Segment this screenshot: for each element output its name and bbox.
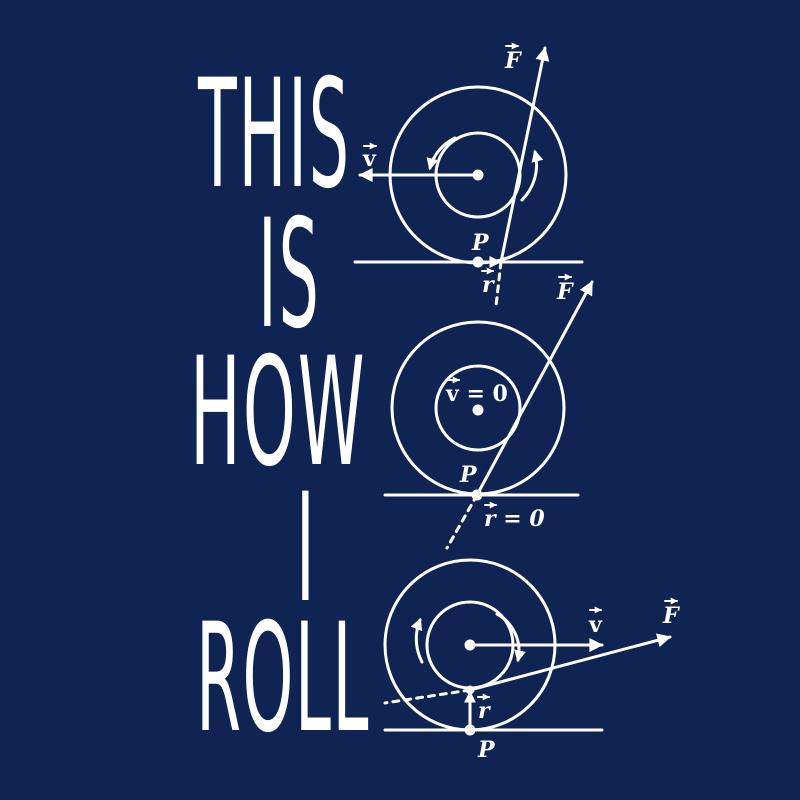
diagram-2-velocity-label: v = 0 xyxy=(445,381,508,407)
diagram-2-contact-dot xyxy=(471,489,483,501)
diagram-3-force-label: F xyxy=(662,603,680,629)
slogan-word-i: I xyxy=(296,462,315,636)
diagram-2-contact-label: P xyxy=(459,462,478,488)
slogan-word-how: HOW xyxy=(190,326,367,500)
diagram-2-force-extension xyxy=(445,493,479,550)
diagram-3-rotation-arrow-left xyxy=(410,617,424,664)
diagram-1-radius-label: r xyxy=(482,272,495,298)
diagram-1-force-arrow xyxy=(499,46,550,264)
diagram-2-wheel xyxy=(383,280,594,550)
slogan-word-is: IS xyxy=(258,188,321,362)
diagram-3-force-extension xyxy=(383,688,472,705)
diagram-1-contact-dot xyxy=(472,256,484,268)
diagram-1-force-extension xyxy=(494,260,503,308)
diagram-3-force-arrow xyxy=(468,633,672,692)
diagram-3-contact-dot xyxy=(464,724,476,736)
diagram-1-contact-label: P xyxy=(471,230,490,256)
vector-overbars xyxy=(363,42,678,701)
diagram-2-force-arrow xyxy=(475,280,594,497)
slogan-word-this: THIS xyxy=(198,48,351,222)
slogan-word-roll: ROLL xyxy=(196,592,370,766)
diagram-3-radius-label: r xyxy=(478,698,491,724)
diagram-1-wheel xyxy=(353,46,584,308)
diagram-2-force-label: F xyxy=(556,279,574,305)
diagram-3-contact-label: P xyxy=(477,737,496,763)
diagram-1-velocity-label: v xyxy=(362,146,377,172)
diagram-1-rotation-arrow-right xyxy=(520,149,544,202)
diagram-2-center-dot xyxy=(472,404,484,416)
diagram-3-velocity-label: v xyxy=(588,612,603,638)
diagram-2-inner-circle xyxy=(434,364,522,452)
diagram-1-force-label: F xyxy=(504,48,522,74)
diagram-3-rotation-arrow-right xyxy=(495,612,526,663)
diagram-3-wheel xyxy=(383,558,672,736)
diagram-3-force-origin-dot xyxy=(465,685,475,695)
diagram-2-radius-label: r = 0 xyxy=(484,506,545,532)
diagram-1-rotation-arrow-left xyxy=(426,136,457,171)
